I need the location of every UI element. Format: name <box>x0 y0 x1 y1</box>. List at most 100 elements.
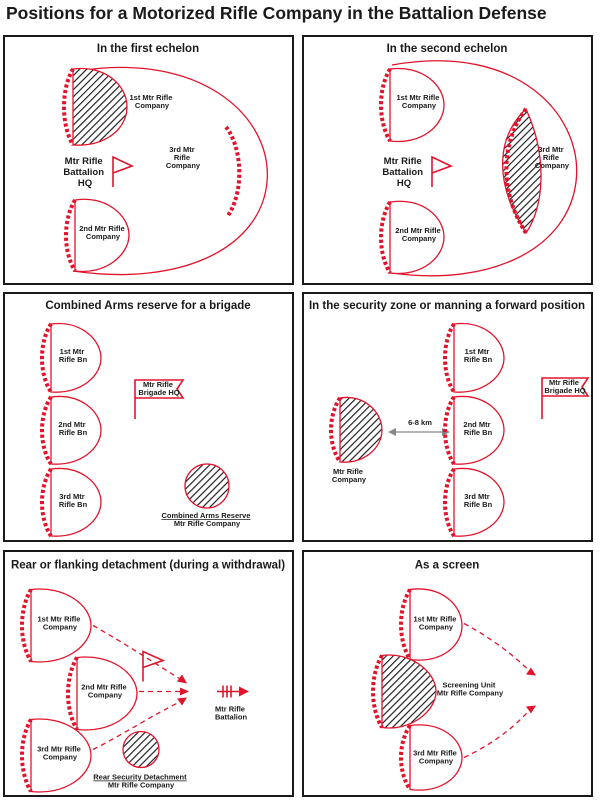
company-3-trench-marks <box>504 107 528 235</box>
battalion-3-position <box>50 467 102 537</box>
panel-title: In the second echelon <box>387 43 508 55</box>
hq-flag-icon <box>142 650 166 682</box>
reserve-company-label: Combined Arms Reserve Mtr Rifle Company <box>161 511 252 528</box>
panel-first-echelon: In the first echelon 1st Mtr Rifle Compa… <box>3 35 294 285</box>
combined-arms-reserve-diagram: Combined Arms reserve for a brigade 1st … <box>40 300 252 538</box>
battalion-1-position <box>453 322 505 393</box>
company-1-label: 1st Mtr Rifle Company <box>413 615 458 632</box>
panel-title: In the first echelon <box>97 43 199 55</box>
battalion-tick-marks <box>222 685 232 698</box>
company-3-position <box>30 718 92 793</box>
brigade-hq-flag-icon <box>134 379 185 419</box>
company-1-position <box>72 67 128 146</box>
panel-security-zone: In the security zone or manning a forwar… <box>302 292 593 542</box>
company-3-trench-marks <box>399 724 412 791</box>
screen-diagram: As a screen 1st Mtr Rifle Company Screen… <box>371 560 536 791</box>
company-1-trench-marks <box>379 67 392 143</box>
battalion-1-trench-marks <box>443 322 456 394</box>
company-2-position <box>389 200 445 275</box>
withdrawal-arrow-2-head <box>180 687 189 696</box>
hq-flag-icon <box>431 155 454 187</box>
reserve-company-position <box>184 463 230 509</box>
battalion-2-label: 2nd Mtr Rifle Bn <box>58 420 87 437</box>
second-echelon-diagram: In the second echelon 3rd Mtr Rifle Comp… <box>379 43 578 277</box>
company-1-label: 1st Mtr Rifle Company <box>37 615 82 632</box>
brigade-hq-label: Mtr Rifle Brigade HQ <box>138 380 179 397</box>
withdrawal-arrow-1-head <box>177 674 187 684</box>
battalion-defense-outline <box>72 66 268 276</box>
battalion-defense-outline <box>391 60 578 277</box>
battalion-3-trench-marks <box>40 467 53 538</box>
company-3-trench-marks <box>20 718 33 793</box>
company-3-position <box>409 724 463 791</box>
company-2-trench-marks <box>379 200 392 275</box>
battalion-2-position <box>453 395 505 465</box>
company-3-label: 3rd Mtr Rifle Company <box>166 145 201 170</box>
panel-title: As a screen <box>415 560 480 572</box>
company-1-trench-marks <box>20 588 33 663</box>
rear-detachment-position <box>122 730 160 769</box>
screen-arrow-lower-head <box>526 705 536 714</box>
battalion-1-trench-marks <box>40 322 53 394</box>
forward-company-label: Mtr Rifle Company <box>332 467 367 484</box>
battalion-3-label: 3rd Mtr Rifle Bn <box>59 492 88 509</box>
battalion-3-label: 3rd Mtr Rifle Bn <box>464 492 493 509</box>
battalion-hq-label: Mtr Rifle Battalion HQ <box>382 156 425 189</box>
distance-label: 6-8 km <box>408 418 432 427</box>
screening-unit-label: Screening Unit Mtr Rifle Company <box>437 681 504 698</box>
company-1-label: 1st Mtr Rifle Company <box>396 93 441 110</box>
battalion-2-trench-marks <box>443 395 456 466</box>
company-1-position <box>30 588 92 663</box>
rear-detachment-label: Rear Security Detachment Mtr Rifle Compa… <box>93 773 188 790</box>
brigade-hq-flag-icon <box>541 377 590 419</box>
forward-company-position <box>339 396 383 463</box>
battalion-hq-label: Mtr Rifle Battalion HQ <box>63 156 106 189</box>
company-2-label: 2nd Mtr Rifle Company <box>79 224 127 241</box>
brigade-hq-label: Mtr Rifle Brigade HQ <box>544 378 585 395</box>
panel-combined-arms-reserve: Combined Arms reserve for a brigade 1st … <box>3 292 294 542</box>
panel-title: Rear or flanking detachment (during a wi… <box>11 560 285 572</box>
screening-unit-trench-marks <box>371 654 384 729</box>
company-1-trench-marks <box>62 67 75 147</box>
company-3-trench-marks <box>224 125 242 219</box>
battalion-1-label: 1st Mtr Rifle Bn <box>59 347 88 364</box>
company-3-label: 3rd Mtr Rifle Company <box>413 749 459 766</box>
forward-company-trench-marks <box>329 396 342 464</box>
battalion-arrow-head <box>239 686 249 697</box>
battalion-3-position <box>453 467 505 537</box>
panel-screen: As a screen 1st Mtr Rifle Company Screen… <box>302 550 593 797</box>
distance-arrow-left-head <box>388 428 396 436</box>
withdrawal-arrow-1 <box>92 624 182 681</box>
screen-arrow-upper-head <box>526 667 536 676</box>
company-1-trench-marks <box>399 588 412 661</box>
company-1-position <box>409 588 463 661</box>
battalion-3-trench-marks <box>443 467 456 538</box>
company-2-label: 2nd Mtr Rifle Company <box>81 683 129 700</box>
withdrawal-arrow-3 <box>92 700 182 751</box>
page-title: Positions for a Motorized Rifle Company … <box>6 3 547 23</box>
battalion-2-label: 2nd Mtr Rifle Bn <box>463 420 492 437</box>
company-3-label: 3rd Mtr Rifle Company <box>37 745 83 762</box>
rear-detachment-diagram: Rear or flanking detachment (during a wi… <box>11 560 285 793</box>
panel-second-echelon: In the second echelon 3rd Mtr Rifle Comp… <box>302 35 593 285</box>
company-3-label: 3rd Mtr Rifle Company <box>535 145 570 170</box>
screening-unit-position <box>381 654 437 729</box>
battalion-label: Mtr Rifle Battalion <box>215 705 248 722</box>
security-zone-diagram: In the security zone or manning a forwar… <box>309 300 590 538</box>
withdrawal-arrow-3-head <box>177 697 187 706</box>
company-2-position <box>76 656 138 731</box>
hq-flag-icon <box>112 155 135 187</box>
battalion-2-trench-marks <box>40 395 53 466</box>
panel-title: In the security zone or manning a forwar… <box>309 300 585 312</box>
company-1-position <box>389 67 445 143</box>
panel-rear-detachment: Rear or flanking detachment (during a wi… <box>3 550 294 797</box>
screen-arrow-upper <box>463 622 531 672</box>
first-echelon-diagram: In the first echelon 1st Mtr Rifle Compa… <box>62 43 268 276</box>
company-3-position <box>501 107 542 235</box>
company-2-trench-marks <box>66 656 79 731</box>
panel-title: Combined Arms reserve for a brigade <box>45 300 250 312</box>
company-1-label: 1st Mtr Rifle Company <box>129 93 174 110</box>
company-2-position <box>74 198 130 273</box>
battalion-2-position <box>50 395 102 465</box>
company-2-label: 2nd Mtr Rifle Company <box>395 226 443 243</box>
